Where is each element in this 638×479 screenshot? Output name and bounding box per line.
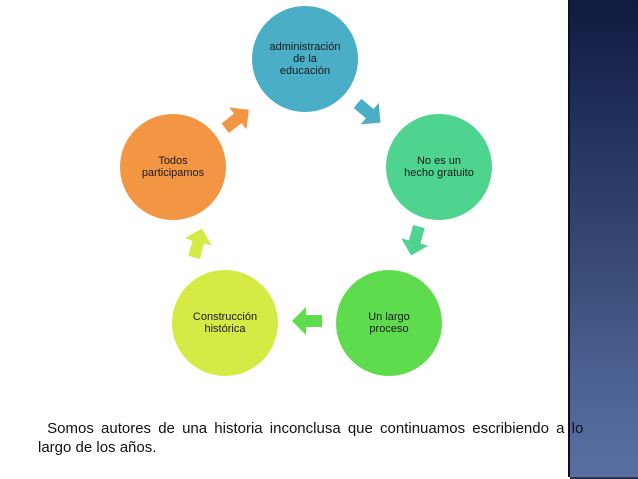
node-label-line: administración [269, 41, 341, 53]
node-label-line: hecho gratuito [404, 167, 474, 179]
cycle-node-no-es-gratuito: No es un hecho gratuito [386, 114, 492, 220]
node-label-line: Construcción [192, 311, 258, 323]
cycle-node-largo-proceso: Un largo proceso [336, 270, 442, 376]
node-label-line: No es un [416, 155, 462, 167]
node-label-line: histórica [204, 323, 246, 335]
arrow-up-icon [184, 228, 212, 260]
node-label-line: Todos [158, 155, 188, 167]
arrow-down-icon [401, 224, 429, 256]
cycle-node-todos-participamos: Todos participamos [120, 114, 226, 220]
arrow-left-icon [292, 307, 322, 335]
arrow-right-down-icon [353, 98, 381, 125]
decorative-side-panel [568, 0, 638, 479]
arrow-up-right-icon [221, 107, 249, 133]
caption-text: Somos autores de una historia inconclusa… [38, 419, 608, 457]
node-label-line: proceso [369, 323, 409, 335]
node-label-line: educación [279, 65, 331, 77]
node-label-line: Un largo [368, 311, 410, 323]
caption-line-2: largo de los años. [38, 439, 157, 456]
node-label-line: participamos [141, 167, 205, 179]
node-label-line: de la [293, 53, 317, 65]
caption-line-1: Somos autores de una historia inconclusa… [40, 420, 584, 437]
cycle-node-construccion-historica: Construcción histórica [172, 270, 278, 376]
cycle-node-administracion: administración de la educación [252, 6, 358, 112]
